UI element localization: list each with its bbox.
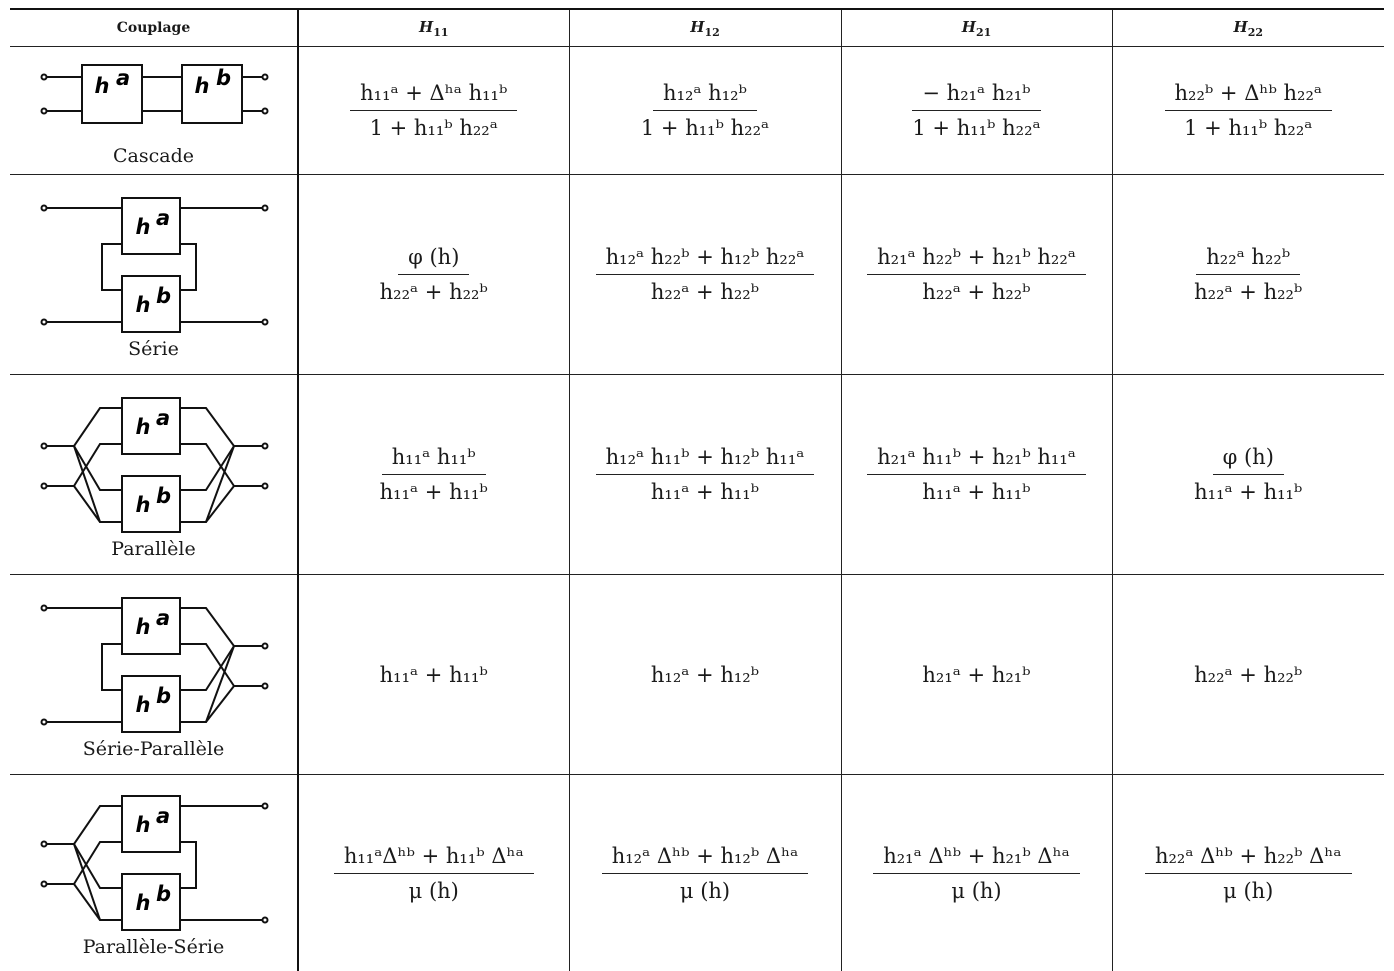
block-a xyxy=(120,795,181,853)
serie-parallele-diagram: h a h b xyxy=(40,596,268,733)
coupling-name: Série-Parallèle xyxy=(82,737,225,760)
block-a xyxy=(80,63,143,124)
cascade-diagram: h a h b xyxy=(40,63,268,124)
block-b xyxy=(120,274,181,333)
table-row-serie-parallele: h a h b Série-Parallèle h₁₁ᵃ + h₁₁ᵇ h₁₂ᵃ… xyxy=(10,574,1384,775)
block-b-sup: b xyxy=(156,684,171,708)
coupling-cell-parallele: h a h b Parallèle xyxy=(10,374,299,575)
coupling-cell-serie-parallele: h a h b Série-Parallèle xyxy=(10,574,299,775)
coupling-cell-cascade: h a h b Cascade xyxy=(10,46,299,175)
cell-h11: φ (h)h₂₂ᵃ + h₂₂ᵇ xyxy=(297,174,570,375)
cell-h12: h₁₂ᵃ + h₁₂ᵇ xyxy=(568,574,842,775)
coupling-name: Parallèle-Série xyxy=(82,936,225,958)
table-row-parallele-serie: h a h b Parallèle-Série h₁₁ᵃΔʰᵇ + h₁₁ᵇ Δ… xyxy=(10,774,1384,971)
parallele-diagram: h a h b xyxy=(40,396,268,533)
block-a-sup: a xyxy=(156,406,170,430)
header-coupling: Couplage xyxy=(10,8,299,47)
block-b xyxy=(120,474,181,533)
cell-h21: h₂₁ᵃ + h₂₁ᵇ xyxy=(840,574,1113,775)
header-h22: H22 xyxy=(1111,8,1384,47)
header-h21: H21 xyxy=(840,8,1113,47)
table-row-serie: h a h b Série φ (h)h₂₂ᵃ + h₂₂ᵇ h₁₂ᵃ h₂₂ᵇ… xyxy=(10,174,1384,375)
block-b-label: h xyxy=(135,693,150,717)
cell-h22: φ (h)h₁₁ᵃ + h₁₁ᵇ xyxy=(1111,374,1384,575)
block-b xyxy=(180,63,243,124)
block-b-label: h xyxy=(135,293,150,317)
block-a-label: h xyxy=(135,615,150,639)
coupling-cell-serie: h a h b Série xyxy=(10,174,299,375)
block-a-sup: a xyxy=(156,606,170,630)
coupling-cell-parallele-serie: h a h b Parallèle-Série xyxy=(10,774,299,971)
block-a-sup: a xyxy=(156,206,170,230)
cell-h11: h₁₁ᵃ + h₁₁ᵇ xyxy=(297,574,570,775)
coupling-name: Série xyxy=(128,337,179,360)
coupling-table: Couplage H11 H12 H21 H22 h a h b xyxy=(10,8,1384,971)
block-b-sup: b xyxy=(156,484,171,508)
block-a-label: h xyxy=(135,215,150,239)
block-a xyxy=(120,396,181,455)
block-b-sup: b xyxy=(216,66,231,90)
header-h12: H12 xyxy=(568,8,842,47)
parallele-serie-diagram: h a h b xyxy=(40,795,268,931)
block-a xyxy=(120,596,181,655)
block-b-sup: b xyxy=(156,882,171,906)
block-a-sup: a xyxy=(116,66,130,90)
serie-diagram: h a h b xyxy=(40,196,268,333)
cell-h22: h₂₂ᵃ + h₂₂ᵇ xyxy=(1111,574,1384,775)
block-a-label: h xyxy=(135,415,150,439)
block-a xyxy=(120,196,181,255)
block-a-sup: a xyxy=(156,804,170,828)
block-b xyxy=(120,674,181,733)
coupling-name: Parallèle xyxy=(111,537,196,560)
header-row: Couplage H11 H12 H21 H22 xyxy=(10,8,1384,47)
block-b-sup: b xyxy=(156,284,171,308)
block-b xyxy=(120,873,181,931)
block-a-label: h xyxy=(135,813,150,837)
block-b-label: h xyxy=(194,74,209,98)
block-b-label: h xyxy=(135,891,150,915)
block-b-label: h xyxy=(135,493,150,517)
coupling-name: Cascade xyxy=(113,144,194,167)
block-a-label: h xyxy=(94,74,109,98)
header-h11: H11 xyxy=(297,8,570,47)
